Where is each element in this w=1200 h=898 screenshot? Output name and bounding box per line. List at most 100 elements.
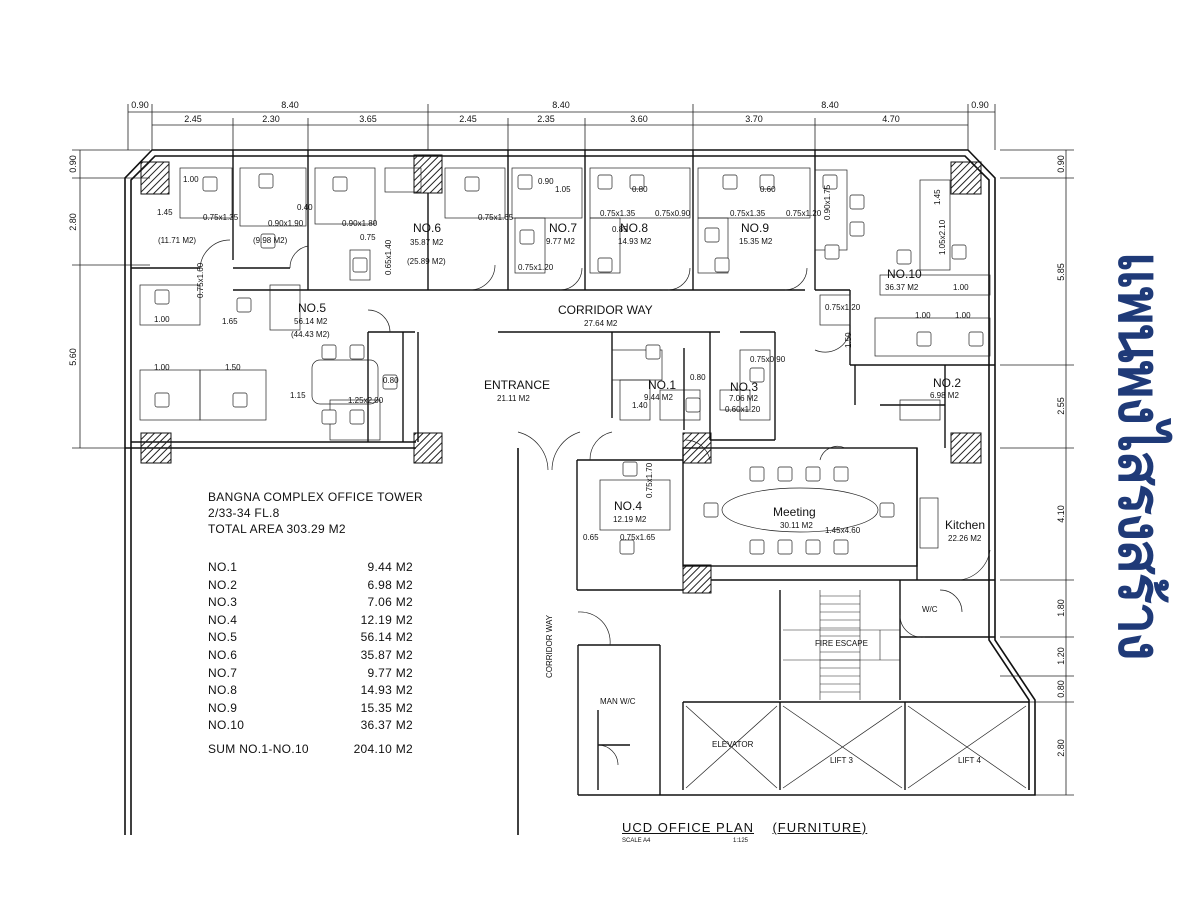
area-row-value: 56.14 M2 (360, 630, 413, 645)
elevator-label: ELEVATOR (712, 740, 754, 749)
column (140, 161, 170, 195)
area-row-value: 15.35 M2 (360, 700, 413, 715)
furniture-label: 0.90x1.80 (342, 219, 378, 228)
furniture-label: 0.90x1.75 (823, 184, 832, 220)
dim-right-3: 2.55 (1056, 397, 1066, 415)
room-no6-net: (25.89 M2) (407, 257, 446, 266)
floor-address: 2/33-34 FL.8 (208, 506, 280, 520)
column (413, 154, 443, 194)
furniture-label: 1.00 (953, 283, 969, 292)
elevator-shafts (685, 705, 1027, 789)
furniture-label: 0.75x1.35 (203, 213, 239, 222)
room-no4-name: NO.4 (614, 499, 642, 513)
furniture-label: 0.75x1.35 (600, 209, 636, 218)
kitchen-name: Kitchen (945, 518, 985, 532)
area-row-value: 35.87 M2 (360, 647, 413, 662)
entrance-area: 21.11 M2 (497, 394, 530, 403)
room-no10-area: 36.37 M2 (885, 283, 919, 292)
column (950, 161, 982, 195)
interior-partitions (131, 150, 1029, 795)
area-row-name: NO.4 (208, 612, 238, 627)
furniture-label: 1.05x2.10 (938, 219, 947, 255)
furniture-label: 1.00 (154, 363, 170, 372)
corridor-name: CORRIDOR WAY (558, 303, 653, 317)
lift3-label: LIFT 3 (830, 756, 854, 765)
meeting-name: Meeting (773, 505, 816, 519)
room-no1-area: 9.44 M2 (644, 393, 673, 402)
left-dimension-lines (72, 149, 150, 449)
room-left-area: (11.71 M2) (158, 236, 196, 245)
fire-escape-stairs (783, 590, 900, 700)
furniture-label: 1.00 (955, 311, 971, 320)
room-no3-area: 7.06 M2 (729, 394, 758, 403)
scale-value: 1:125 (733, 838, 749, 844)
column (140, 432, 172, 464)
area-row: NO.6 35.87 M2 (208, 647, 423, 665)
dim-left-3: 5.60 (68, 348, 78, 366)
furniture-label: 0.65 (583, 533, 599, 542)
area-row-value: 7.06 M2 (367, 595, 413, 610)
room-labels: (11.71 M2) (9.98 M2) NO.6 35.87 M2 (25.8… (158, 221, 985, 765)
dim-top-3: 8.40 (552, 100, 570, 110)
plan-title-sub: (FURNITURE) (772, 820, 868, 835)
room-no6-sub-area: (9.98 M2) (253, 236, 288, 245)
dim-right-2: 5.85 (1056, 263, 1066, 281)
furniture-label: 1.45 (933, 189, 942, 205)
plan-title: UCD OFFICE PLAN (FURNITURE) (622, 820, 867, 835)
chairs (154, 173, 984, 555)
area-row-value: 9.44 M2 (367, 560, 413, 574)
top-dimension-lines (127, 104, 996, 150)
furniture-label: 0.75x1.20 (825, 303, 861, 312)
meeting-table-label: 1.45x4.60 (825, 526, 861, 535)
room-no2-name: NO.2 (933, 376, 961, 390)
dim-left-1: 0.90 (68, 155, 78, 173)
corridor-way-vertical-label: CORRIDOR WAY (545, 614, 554, 678)
plan-title-main: UCD OFFICE PLAN (622, 820, 755, 835)
area-row-name: NO.10 (208, 718, 245, 733)
dim-sub-5: 2.35 (537, 114, 555, 124)
room-no3-name: NO.3 (730, 380, 758, 394)
room-no9-area: 15.35 M2 (739, 237, 773, 246)
area-row-name: NO.6 (208, 647, 238, 662)
fire-escape-label: FIRE ESCAPE (815, 639, 868, 648)
dim-right-5: 1.80 (1056, 599, 1066, 617)
room-no6-name: NO.6 (413, 221, 441, 235)
area-row: NO.1 9.44 M2 (208, 559, 423, 577)
furniture-label: 1.50 (225, 363, 241, 372)
area-schedule: BANGNA COMPLEX OFFICE TOWER 2/33-34 FL.8… (208, 489, 423, 756)
dim-right-4: 4.10 (1056, 505, 1066, 523)
entrance-name: ENTRANCE (484, 378, 550, 392)
area-row-name: NO.1 (208, 560, 238, 574)
dim-top-4: 8.40 (821, 100, 839, 110)
room-no8-area: 14.93 M2 (618, 237, 652, 246)
left-dimension-labels: 0.90 2.80 5.60 (68, 155, 78, 366)
furniture-label: 0.75x1.20 (518, 263, 554, 272)
structural-columns (140, 154, 982, 594)
dim-right-7: 0.80 (1056, 680, 1066, 698)
room-no5-area: 56.14 M2 (294, 317, 328, 326)
room-no8-name: NO.8 (620, 221, 648, 235)
column (950, 432, 982, 464)
furniture-label: 1.00 (183, 175, 199, 184)
furniture-label: 1.05 (555, 185, 571, 194)
dim-sub-4: 2.45 (459, 114, 477, 124)
furniture-label: 0.90x1.90 (268, 219, 304, 228)
furniture-label: 0.90 (538, 177, 554, 186)
scale-label: SCALE A4 (622, 838, 651, 844)
room-no10-name: NO.10 (887, 267, 922, 281)
dim-top-5: 0.90 (971, 100, 989, 110)
furniture-label: 1.65 (222, 317, 238, 326)
room-no9-name: NO.9 (741, 221, 769, 235)
column (682, 564, 712, 594)
furniture-label: 1.25x2.00 (348, 396, 384, 405)
right-dimension-labels: 0.90 5.85 2.55 4.10 1.80 1.20 0.80 2.80 (1056, 155, 1066, 757)
top-dimension-labels: 0.90 8.40 8.40 8.40 0.90 2.45 2.30 3.65 … (131, 100, 989, 124)
room-no7-area: 9.77 M2 (546, 237, 575, 246)
furniture-label: 0.85 (612, 225, 628, 234)
furniture-label: 0.75x1.20 (786, 209, 822, 218)
furniture-labels: 1.00 1.45 0.75x1.35 0.90x1.90 0.40 0.90x… (154, 175, 971, 542)
